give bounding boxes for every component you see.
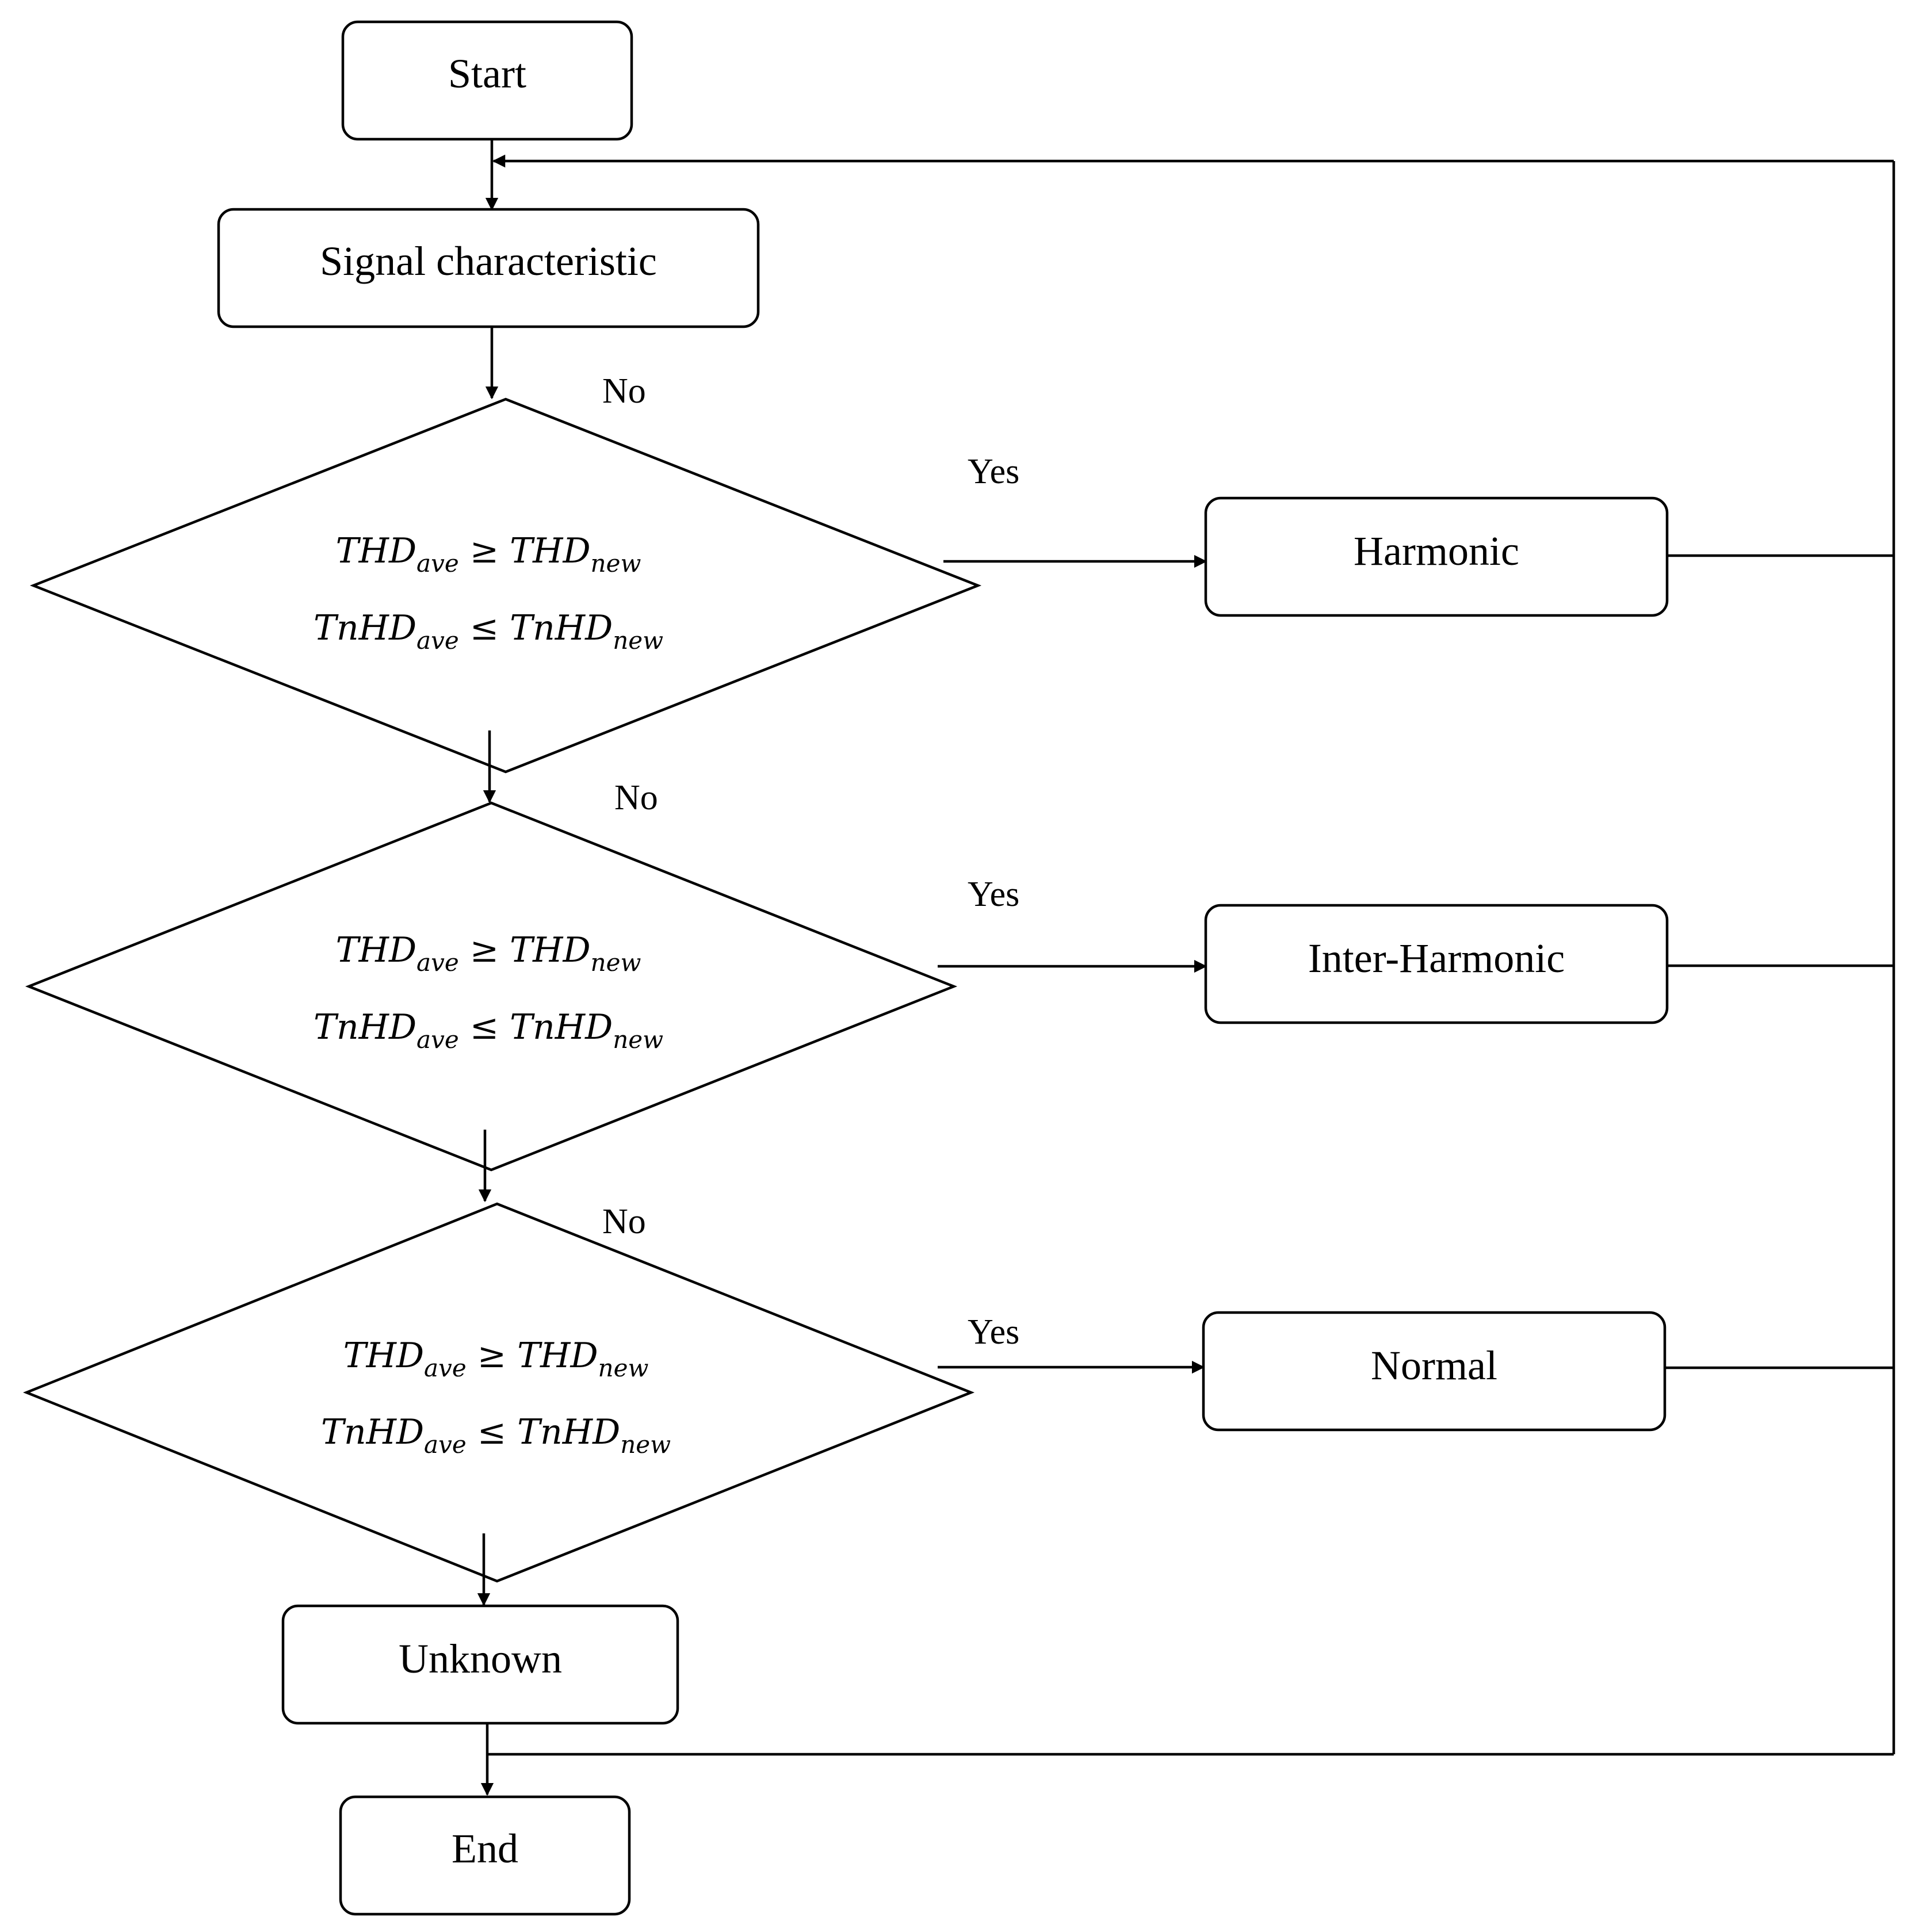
start-label: Start [448, 51, 526, 97]
normal-label: Normal [1371, 1342, 1497, 1388]
decision-2-yes-label: Yes [968, 875, 1019, 914]
decision-3: THDave ≥ THDnew TnHDave ≤ TnHDnew [22, 1202, 975, 1583]
normal-node: Normal [1202, 1311, 1667, 1432]
decision-3-condition-1: THDave ≥ THDnew [343, 1336, 649, 1382]
decision-2-condition-2: TnHDave ≤ TnHDnew [314, 1007, 663, 1054]
decision-1-yes-label: Yes [968, 452, 1019, 491]
end-label: End [452, 1826, 518, 1872]
unknown-label: Unknown [399, 1636, 562, 1682]
decision-3-no-label: No [602, 1202, 646, 1241]
inter-harmonic-node: Inter-Harmonic [1204, 904, 1669, 1024]
harmonic-node: Harmonic [1204, 496, 1669, 617]
decision-1-condition-1: THDave ≥ THDnew [336, 531, 641, 577]
decision-1-no-label: No [602, 372, 646, 411]
signal-characteristic-node: Signal characteristic [217, 208, 760, 328]
decision-2: THDave ≥ THDnew TnHDave ≤ TnHDnew [25, 801, 958, 1172]
harmonic-label: Harmonic [1354, 528, 1519, 574]
decision-1: THDave ≥ THDnew TnHDave ≤ TnHDnew [29, 397, 982, 774]
decision-2-no-label: No [614, 778, 658, 817]
decision-1-condition-2: TnHDave ≤ TnHDnew [314, 608, 663, 655]
end-node: End [339, 1795, 631, 1916]
decision-2-condition-1: THDave ≥ THDnew [336, 930, 641, 977]
signal-characteristic-label: Signal characteristic [320, 238, 657, 284]
start-node: Start [341, 20, 633, 141]
inter-harmonic-label: Inter-Harmonic [1308, 935, 1565, 981]
unknown-node: Unknown [281, 1604, 679, 1725]
decision-3-yes-label: Yes [968, 1313, 1019, 1352]
decision-3-condition-2: TnHDave ≤ TnHDnew [321, 1412, 671, 1459]
